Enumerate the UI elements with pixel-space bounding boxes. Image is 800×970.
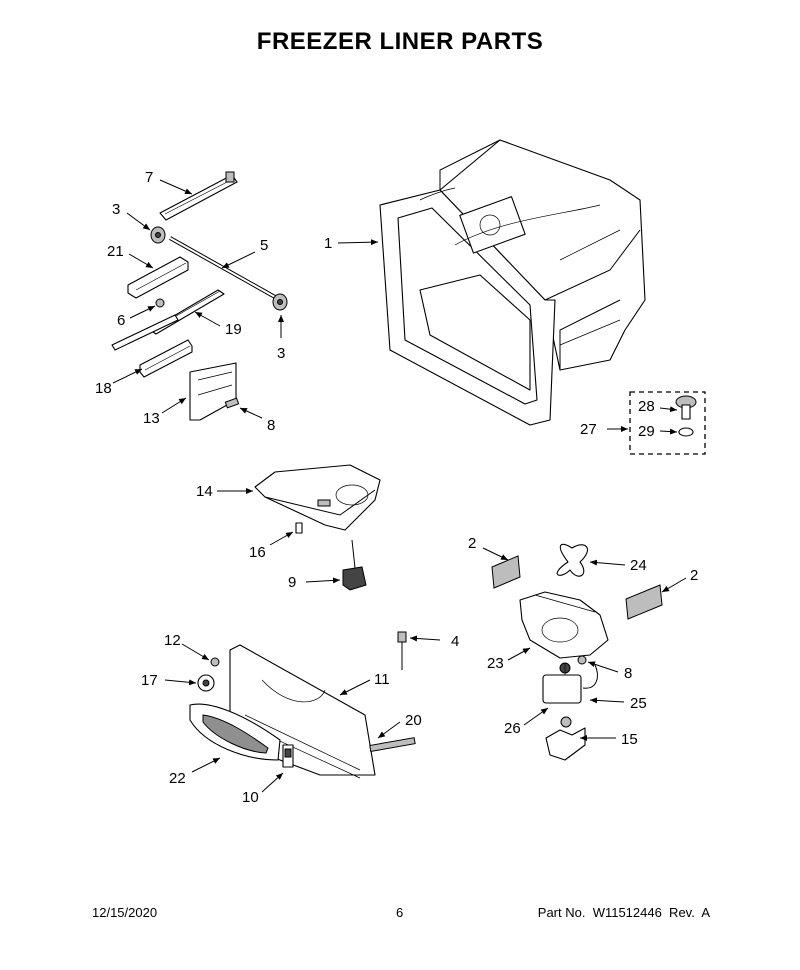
callout-7: 7 [145,169,153,186]
callout-4: 4 [451,633,459,650]
fan-housing-part-23 [519,591,609,659]
wire-part-25 [582,664,598,689]
callout-28: 28 [638,398,655,415]
callout-21: 21 [107,243,124,260]
bracket-part-13 [189,362,237,421]
callout-16: 16 [249,544,266,561]
pad-part-2-left [491,555,521,589]
callout-11: 11 [374,671,390,688]
fan-blade-part-24 [556,543,589,577]
callout-2-right: 2 [690,567,698,584]
screw-part-6 [155,298,165,308]
strip-part-20 [369,737,416,753]
callout-2-left: 2 [468,535,476,552]
callout-26: 26 [504,720,521,737]
footer-page-number: 6 [396,905,404,920]
leader-lines [112,179,687,793]
page-title: FREEZER LINER PARTS [256,28,544,55]
footer-date: 12/15/2020 [92,905,158,920]
panel-part-11 [229,644,376,779]
callout-27: 27 [580,421,597,438]
callout-3-bottom: 3 [277,345,285,362]
callout-9: 9 [288,574,296,591]
callout-12: 12 [164,632,181,649]
screw-part-8-left [224,397,240,409]
part-17 [197,674,215,692]
bracket-part-15 [545,716,586,761]
screw-part-12 [210,657,220,667]
callout-29: 29 [638,423,655,440]
callout-23: 23 [487,655,504,672]
screw-part-8-right [577,655,587,665]
callout-13: 13 [143,410,160,427]
callout-18: 18 [95,380,112,397]
callout-6: 6 [117,312,125,329]
clip-part-16 [295,522,303,534]
callout-5: 5 [260,237,268,254]
callout-14: 14 [196,483,213,500]
part-27-group [629,391,706,455]
footer-part-number: Part No. W11512446 Rev. A [537,905,710,920]
callout-20: 20 [405,712,422,729]
callout-17: 17 [141,672,158,689]
callout-1: 1 [324,235,332,252]
callout-24: 24 [630,557,647,574]
probe-part-4 [397,631,407,670]
callout-25: 25 [630,695,647,712]
callout-8-right: 8 [624,665,632,682]
callout-15: 15 [621,731,638,748]
freezer-liner-part [379,139,646,426]
pad-part-2-right [625,584,663,620]
part-10 [282,744,294,768]
callout-3-top: 3 [112,201,120,218]
callout-labels: 7 3 21 5 6 19 3 18 13 8 1 27 28 29 14 16… [95,169,698,806]
rail-part-7 [159,171,238,221]
pulley-part-3-bottom [272,293,288,311]
callout-8-left: 8 [267,417,275,434]
callout-22: 22 [169,770,186,787]
duct-part-14 [254,464,381,531]
callout-10: 10 [242,789,259,806]
pulley-part-3-top [150,226,166,244]
bracket-part-21 [127,256,189,299]
grille-part-22 [189,703,281,761]
part-9 [342,539,367,591]
callout-19: 19 [225,321,242,338]
long-rail [111,314,179,351]
motor-part-26 [542,662,582,704]
slide-part-18 [139,339,193,378]
